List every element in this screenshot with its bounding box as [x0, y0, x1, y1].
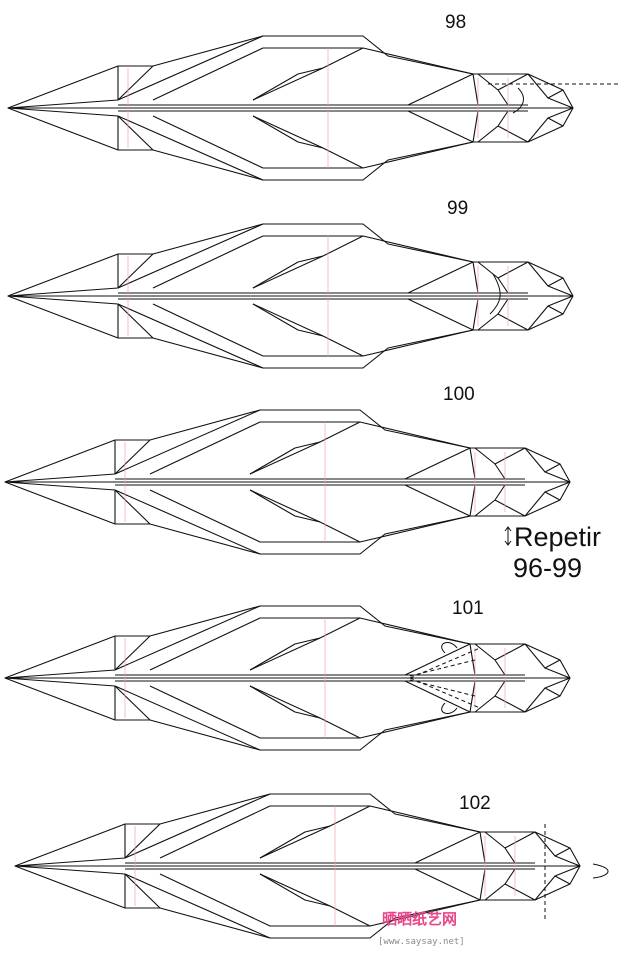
step-number-99: 99: [447, 198, 468, 219]
step-number-102: 102: [459, 793, 491, 814]
watermark-brand-text: 晒晒纸艺网: [382, 910, 457, 928]
watermark-url: [www.saysay.net]: [378, 937, 465, 947]
step-number-100: 100: [443, 384, 475, 405]
repeat-note: Repetir 96-99: [504, 522, 601, 583]
step-98-diagram: [7, 35, 618, 181]
step-number-98: 98: [445, 12, 466, 33]
step-101-diagram: [4, 605, 571, 751]
step-102-diagram: [14, 793, 609, 939]
watermark-brand: 晒晒纸艺网: [382, 910, 457, 928]
step-number-101: 101: [452, 598, 484, 619]
updown-arrow-icon: [504, 526, 512, 546]
step-99-diagram: [7, 223, 574, 369]
step-100-diagram: [4, 409, 571, 555]
watermark: 晒晒纸艺网 [www.saysay.net]: [378, 910, 465, 947]
repeat-note-line1: Repetir: [514, 522, 601, 552]
repeat-note-line2: 96-99: [513, 553, 582, 583]
